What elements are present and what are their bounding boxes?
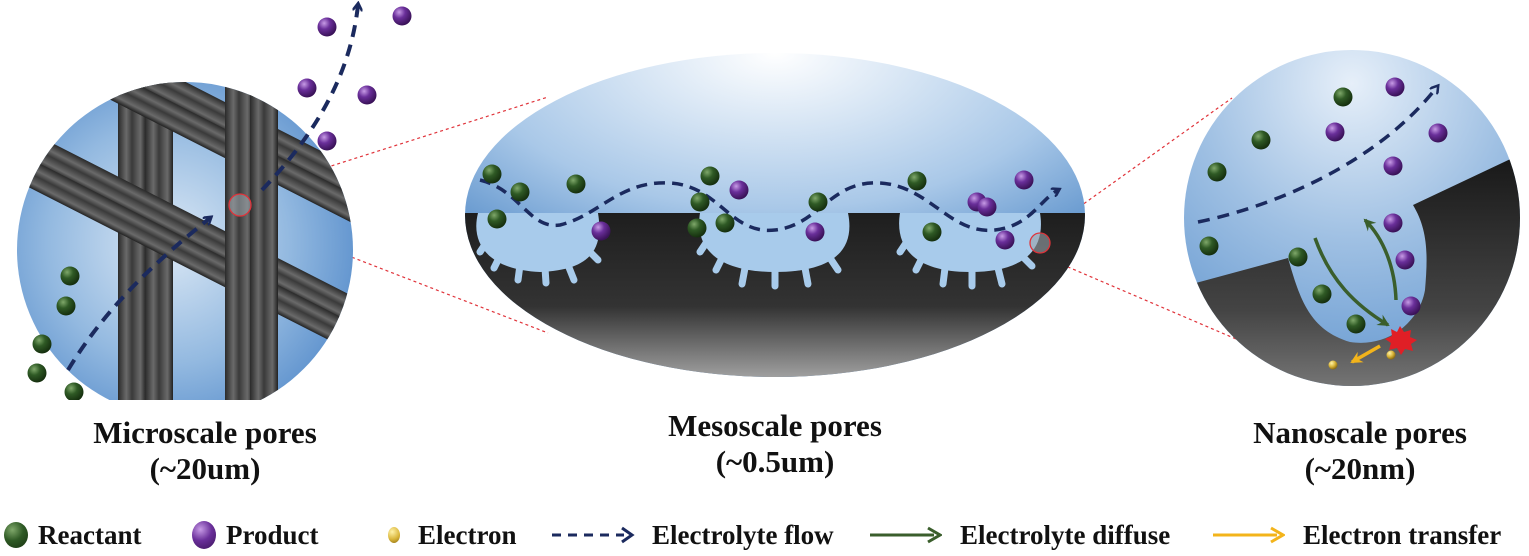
reactant-icon	[4, 522, 28, 548]
product-particle	[729, 180, 749, 200]
mesoscale-panel	[465, 53, 1085, 377]
caption-microscale-size: (~20um)	[149, 451, 261, 486]
microscale-panel	[17, 5, 462, 400]
reactant-particle	[1346, 314, 1366, 334]
caption-mesoscale-title: Mesoscale pores	[668, 408, 882, 443]
reactant-particle	[510, 182, 530, 202]
reactant-particle	[687, 218, 707, 238]
reactant-particle	[922, 222, 942, 242]
caption-nanoscale: Nanoscale pores (~20nm)	[1200, 415, 1520, 487]
zoom-spot-micro	[228, 193, 252, 217]
reactant-particle	[1199, 236, 1219, 256]
electron-particle	[1328, 360, 1338, 370]
product-particle	[297, 78, 317, 98]
product-particle	[317, 131, 337, 151]
reaction-site-icon	[1385, 326, 1417, 355]
reactant-particle	[808, 192, 828, 212]
legend-electrolyte-diffuse: Electrolyte diffuse	[870, 515, 1170, 555]
reactant-particle	[1333, 87, 1353, 107]
product-particle	[977, 197, 997, 217]
reactant-particle	[64, 382, 84, 400]
legend-electron-transfer: Electron transfer	[1213, 515, 1501, 555]
electron-icon	[388, 527, 400, 543]
caption-microscale-title: Microscale pores	[93, 415, 317, 450]
product-particle	[995, 230, 1015, 250]
legend-product-label: Product	[226, 519, 319, 550]
caption-nanoscale-title: Nanoscale pores	[1253, 415, 1467, 450]
meso-flow-arrow	[479, 178, 1058, 232]
reactant-particle	[60, 266, 80, 286]
legend-diffuse-label: Electrolyte diffuse	[960, 519, 1171, 550]
reactant-particle	[1207, 162, 1227, 182]
product-particle	[805, 222, 825, 242]
product-particle	[1395, 250, 1415, 270]
product-particle	[1383, 156, 1403, 176]
dashed-arrow-icon	[552, 526, 635, 544]
product-particle	[1325, 122, 1345, 142]
nano-diffuse-out-arrow	[1363, 218, 1398, 301]
reactant-particle	[690, 192, 710, 212]
particles	[27, 6, 1448, 400]
electron-particle	[1386, 350, 1396, 360]
solid-arrow-icon	[870, 526, 942, 544]
legend-reactant-label: Reactant	[38, 519, 142, 550]
product-particle	[357, 85, 377, 105]
zoom-spot-meso	[1029, 232, 1051, 254]
legend-transfer-label: Electron transfer	[1303, 519, 1502, 550]
legend-electron: Electron	[388, 515, 516, 555]
nano-electron-transfer-arrow	[1350, 344, 1381, 364]
reactant-particle	[700, 166, 720, 186]
zoom-line-meso-bottom	[1039, 254, 1251, 346]
product-particle	[1401, 296, 1421, 316]
reactant-particle	[32, 334, 52, 354]
caption-mesoscale-size: (~0.5um)	[715, 444, 835, 479]
caption-microscale: Microscale pores (~20um)	[40, 415, 370, 487]
reactant-particle	[1312, 284, 1332, 304]
product-particle	[392, 6, 412, 26]
reactant-particle	[482, 164, 502, 184]
micro-flow-arrow	[66, 218, 210, 372]
reactant-particle	[566, 174, 586, 194]
caption-mesoscale: Mesoscale pores (~0.5um)	[600, 408, 950, 480]
reactant-particle	[56, 296, 76, 316]
nano-solid	[1184, 145, 1520, 386]
product-particle	[317, 17, 337, 37]
product-particle	[591, 221, 611, 241]
legend: Reactant Product Electron Electrolyte fl…	[0, 515, 1529, 555]
legend-electron-label: Electron	[418, 519, 517, 550]
product-particle	[1383, 213, 1403, 233]
reactant-particle	[487, 209, 507, 229]
reactant-particle	[1251, 130, 1271, 150]
reactant-particle	[907, 171, 927, 191]
legend-reactant: Reactant	[4, 515, 141, 555]
solid-arrow-icon	[1213, 526, 1285, 544]
reactant-particle	[715, 213, 735, 233]
carbon-fibers	[17, 82, 353, 400]
reactant-particle	[27, 363, 47, 383]
product-particle	[1014, 170, 1034, 190]
nano-diffuse-in-arrow	[1313, 237, 1390, 327]
reactant-particle	[1288, 247, 1308, 267]
product-icon	[192, 521, 216, 549]
micro-flow-arrow-out	[260, 5, 358, 192]
nano-flow-arrow	[1197, 87, 1437, 224]
pore-diagram	[17, 0, 1520, 400]
caption-nanoscale-size: (~20nm)	[1304, 451, 1416, 486]
product-particle	[1385, 77, 1405, 97]
legend-product: Product	[192, 515, 319, 555]
legend-electrolyte-flow: Electrolyte flow	[550, 515, 834, 555]
legend-flow-label: Electrolyte flow	[652, 519, 834, 550]
product-particle	[1428, 123, 1448, 143]
